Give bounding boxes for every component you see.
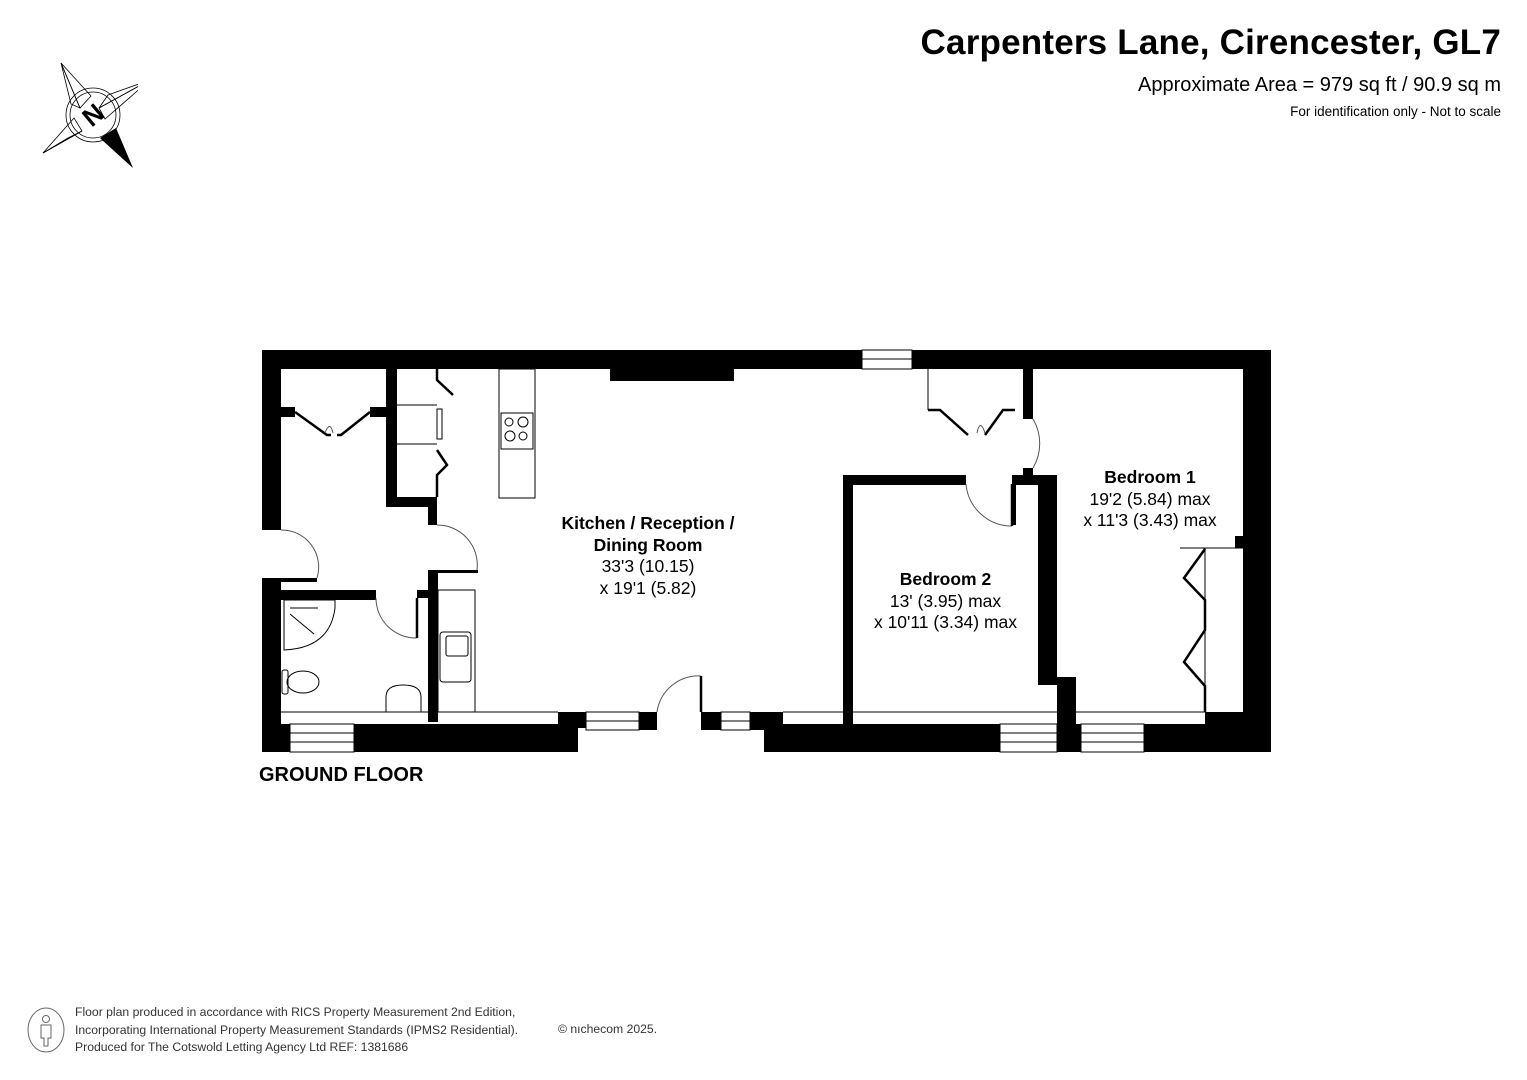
door-leaves bbox=[415, 484, 1014, 712]
room-kitchen-reception-dining: Kitchen / Reception / Dining Room 33'3 (… bbox=[530, 513, 766, 599]
header: Carpenters Lane, Cirencester, GL7 Approx… bbox=[921, 22, 1501, 120]
room-bedroom-1: Bedroom 1 19'2 (5.84) max x 11'3 (3.43) … bbox=[1060, 467, 1240, 532]
room-name: Kitchen / Reception / bbox=[561, 513, 735, 533]
approximate-area: Approximate Area = 979 sq ft / 90.9 sq m bbox=[1138, 74, 1501, 96]
footer-line-2: Incorporating International Property Mea… bbox=[75, 1022, 519, 1037]
copyright: © nıchecom 2025. bbox=[558, 1021, 658, 1036]
room-dimension-length: 33'3 (10.15) bbox=[601, 556, 695, 576]
room-dimension-width: x 19'1 (5.82) bbox=[599, 577, 697, 598]
door-swings bbox=[280, 418, 1041, 713]
room-dimension-length: 13' (3.95) max bbox=[889, 590, 1002, 611]
room-name: Bedroom 2 bbox=[899, 569, 992, 589]
room-bedroom-2: Bedroom 2 13' (3.95) max x 10'11 (3.34) … bbox=[853, 569, 1038, 634]
room-dimension-width: x 10'11 (3.34) max bbox=[873, 612, 1018, 632]
scale-disclaimer: For identification only - Not to scale bbox=[1290, 104, 1501, 119]
person-icon bbox=[27, 1007, 65, 1053]
windows bbox=[289, 349, 1145, 753]
walls bbox=[262, 350, 1271, 752]
north-compass-icon: N bbox=[42, 62, 138, 168]
footer-line-3: Produced for The Cotswold Letting Agency… bbox=[75, 1040, 409, 1054]
room-name-line2: Dining Room bbox=[593, 534, 703, 555]
property-title: Carpenters Lane, Cirencester, GL7 bbox=[920, 23, 1501, 62]
room-dimension-length: 19'2 (5.84) max bbox=[1089, 488, 1211, 509]
footer-line-1: Floor plan produced in accordance with R… bbox=[75, 1005, 516, 1019]
footer-text: Floor plan produced in accordance with R… bbox=[75, 1004, 518, 1057]
wardrobe-doors bbox=[294, 369, 1207, 712]
floor-label: GROUND FLOOR bbox=[259, 764, 424, 786]
room-dimension-width: x 11'3 (3.43) max bbox=[1083, 510, 1217, 530]
room-name: Bedroom 1 bbox=[1104, 467, 1196, 487]
